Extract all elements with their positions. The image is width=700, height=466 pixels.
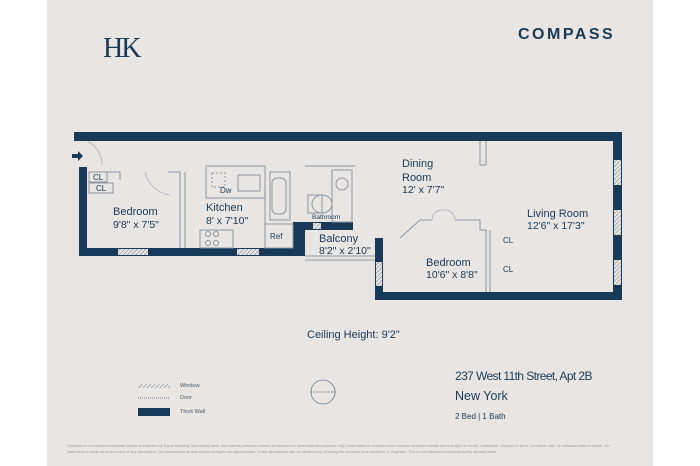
legend-window-symbol	[138, 384, 170, 388]
room-living-label: Living Room	[527, 208, 589, 220]
floorplan-page	[47, 0, 653, 466]
refrigerator-label: Ref	[270, 232, 283, 241]
room-dining-label-1: Dining	[402, 158, 434, 170]
legend-wall-label: Thick Wall	[180, 409, 206, 415]
legend-door-label: Door	[180, 395, 192, 401]
room-balcony-label: Balcony	[319, 233, 359, 245]
legend-wall-symbol	[138, 408, 170, 416]
window	[614, 260, 621, 285]
legal-disclaimer: Compass is a licensed real estate broker…	[67, 443, 610, 454]
room-bedroom-2-label: Bedroom	[426, 257, 471, 269]
listing-summary: 2 Bed | 1 Bath	[455, 412, 506, 421]
compass-logo: COMPASS	[518, 26, 616, 43]
room-bedroom-1-label: Bedroom	[113, 206, 158, 218]
closet-label: CL	[93, 173, 104, 182]
room-bedroom-2-dims: 10'6" x 8'8"	[426, 269, 478, 281]
room-living-dims: 12'6" x 17'3"	[527, 220, 585, 232]
closet-label: CL	[503, 265, 514, 274]
closet-label: CL	[96, 184, 107, 193]
hk-logo: HK	[103, 33, 141, 64]
entry-arrow-icon	[72, 151, 83, 161]
bathroom-label: Bathroom	[312, 214, 341, 221]
north-compass-icon	[310, 379, 336, 405]
window	[237, 249, 259, 255]
thin-walls	[88, 141, 491, 292]
room-kitchen-dims: 8' x 7'10"	[206, 215, 249, 227]
window	[614, 160, 621, 185]
closet-label: CL	[503, 236, 514, 245]
room-dining-dims: 12' x 7'7"	[402, 184, 445, 196]
listing-city: New York	[455, 389, 508, 403]
ceiling-height: Ceiling Height: 9'2"	[307, 329, 400, 341]
window	[118, 249, 148, 255]
room-dining-label-2: Room	[402, 172, 432, 184]
window	[313, 223, 321, 229]
room-bedroom-1-dims: 9'8" x 7'5"	[113, 219, 159, 231]
room-balcony-dims: 8'2" x 2'10"	[319, 245, 371, 257]
window	[614, 210, 621, 235]
window	[376, 262, 382, 286]
dishwasher-label: Dw	[220, 186, 232, 195]
room-kitchen-label: Kitchen	[206, 202, 243, 214]
doors	[86, 140, 456, 221]
listing-address: 237 West 11th Street, Apt 2B	[455, 369, 592, 383]
legend-window-label: Window	[180, 383, 200, 389]
